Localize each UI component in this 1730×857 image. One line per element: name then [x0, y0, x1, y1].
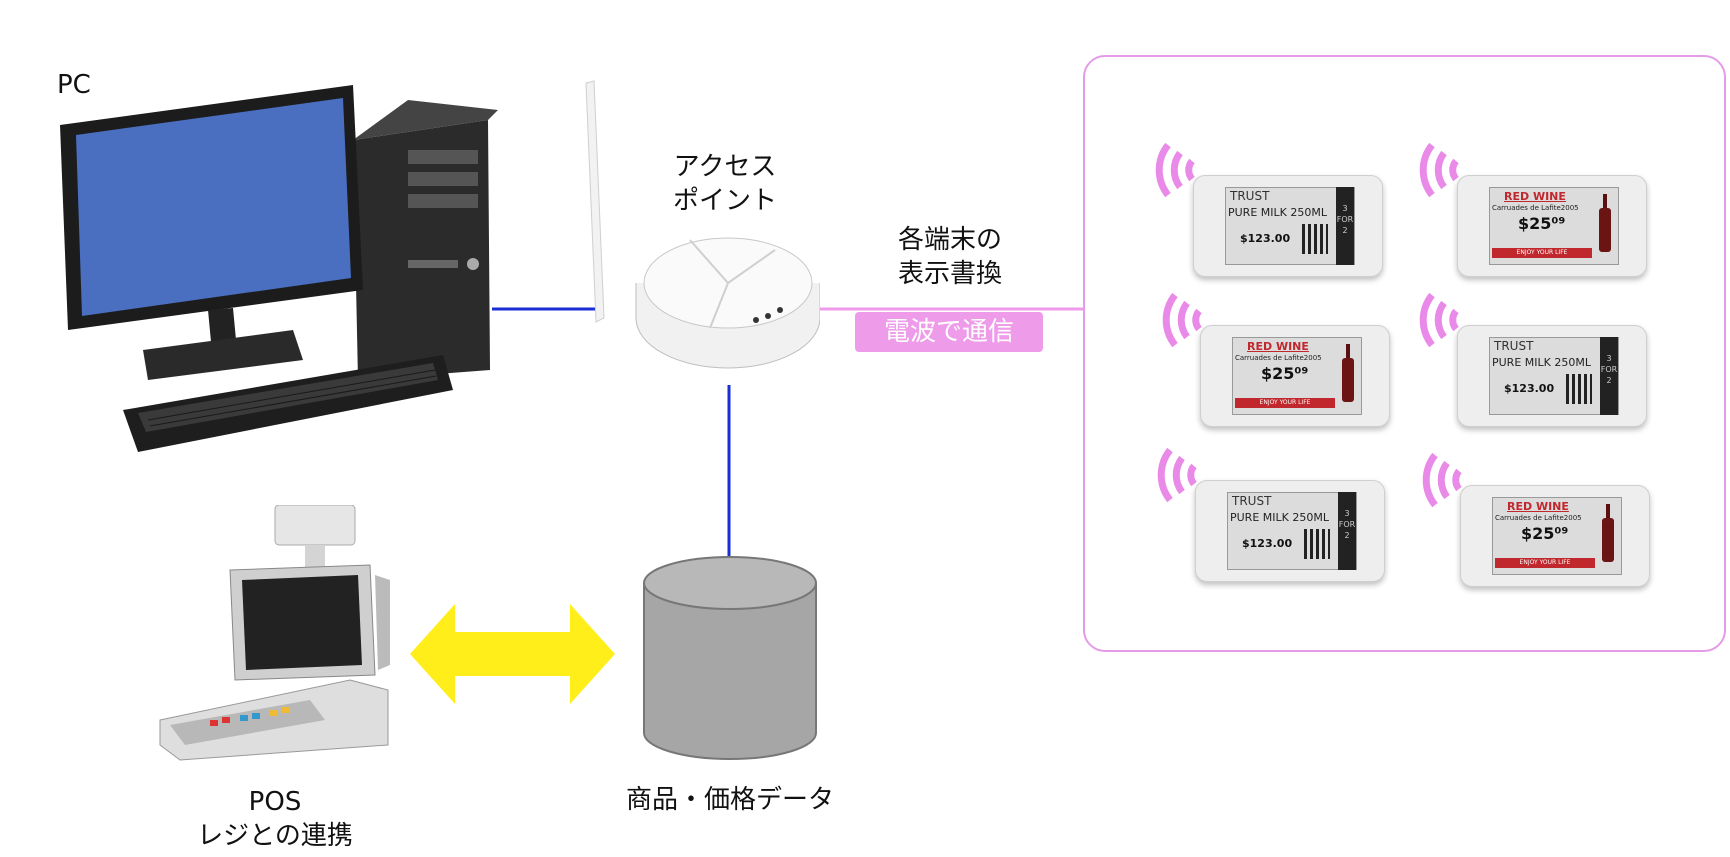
- tag-promo: 3 FOR 2: [1338, 492, 1356, 570]
- tag-banner: ENJOY YOUR LIFE: [1495, 558, 1595, 568]
- wireless-signal-icon: [1419, 142, 1459, 198]
- wireless-signal-icon: [1155, 142, 1195, 198]
- tag-price: $123.00: [1242, 537, 1293, 550]
- tag-screen: TRUST PURE MILK 250ML $123.00 3 FOR 2: [1225, 187, 1355, 265]
- access-point-label: アクセス ポイント: [660, 150, 790, 218]
- tag-price: $123.00: [1240, 232, 1291, 245]
- qr-code-icon: [1304, 529, 1330, 559]
- esl-price-tag: TRUST PURE MILK 250ML $123.00 3 FOR 2: [1457, 325, 1647, 427]
- pos-label: POS レジとの連携: [175, 785, 375, 853]
- wine-bottle-icon: [1342, 344, 1354, 402]
- wireless-signal-icon: [1162, 292, 1202, 348]
- pos-label-line1: POS: [248, 787, 302, 817]
- tag-banner: ENJOY YOUR LIFE: [1235, 398, 1335, 408]
- tag-subtitle: Carruades de Lafite2005: [1495, 514, 1582, 522]
- esl-price-tag: TRUST PURE MILK 250ML $123.00 3 FOR 2: [1195, 480, 1385, 582]
- access-point-label-line2: ポイント: [672, 186, 777, 216]
- monitor-screen: [76, 98, 351, 316]
- qr-code-icon: [1302, 224, 1328, 254]
- tag-brand: TRUST: [1232, 494, 1272, 508]
- tag-title: RED WINE: [1507, 500, 1569, 513]
- radio-communication-badge: 電波で通信: [855, 312, 1043, 352]
- tag-screen: TRUST PURE MILK 250ML $123.00 3 FOR 2: [1489, 337, 1619, 415]
- tag-product: PURE MILK 250ML: [1492, 356, 1591, 369]
- tag-price: $123.00: [1504, 382, 1555, 395]
- tag-banner: ENJOY YOUR LIFE: [1492, 248, 1592, 258]
- tag-subtitle: Carruades de Lafite2005: [1492, 204, 1579, 212]
- esl-tags-panel: [1083, 55, 1726, 652]
- tag-brand: TRUST: [1494, 339, 1534, 353]
- tag-subtitle: Carruades de Lafite2005: [1235, 354, 1322, 362]
- qr-code-icon: [1566, 374, 1592, 404]
- tag-price: $25⁰⁹: [1261, 364, 1309, 383]
- database-label: 商品・価格データ: [625, 785, 834, 815]
- access-point-icon: [585, 80, 820, 369]
- display-rewrite-line2: 表示書換: [897, 259, 1002, 289]
- tag-brand: TRUST: [1230, 189, 1270, 203]
- access-point-label-line1: アクセス: [673, 152, 777, 182]
- tag-product: PURE MILK 250ML: [1230, 511, 1329, 524]
- display-rewrite-line1: 各端末の: [897, 225, 1002, 255]
- wireless-signal-icon: [1157, 447, 1197, 503]
- pos-register-icon: [159, 505, 390, 761]
- tag-promo: 3 FOR 2: [1600, 337, 1618, 415]
- wireless-signal-icon: [1422, 452, 1462, 508]
- pc-computer-icon: [60, 85, 498, 452]
- pos-label-line2: レジとの連携: [197, 821, 353, 851]
- sync-double-arrow: [410, 604, 615, 704]
- tag-title: RED WINE: [1504, 190, 1566, 203]
- display-rewrite-label: 各端末の 表示書換: [880, 223, 1020, 291]
- database-cylinder-icon: [643, 556, 817, 760]
- wine-bottle-icon: [1599, 194, 1611, 252]
- esl-price-tag: TRUST PURE MILK 250ML $123.00 3 FOR 2: [1193, 175, 1383, 277]
- tag-price: $25⁰⁹: [1518, 214, 1566, 233]
- pc-label: PC: [57, 70, 91, 100]
- tag-product: PURE MILK 250ML: [1228, 206, 1327, 219]
- tag-promo: 3 FOR 2: [1336, 187, 1354, 265]
- tag-price: $25⁰⁹: [1521, 524, 1569, 543]
- tag-title: RED WINE: [1247, 340, 1309, 353]
- tag-screen: TRUST PURE MILK 250ML $123.00 3 FOR 2: [1227, 492, 1357, 570]
- wine-bottle-icon: [1602, 504, 1614, 562]
- wireless-signal-icon: [1419, 292, 1459, 348]
